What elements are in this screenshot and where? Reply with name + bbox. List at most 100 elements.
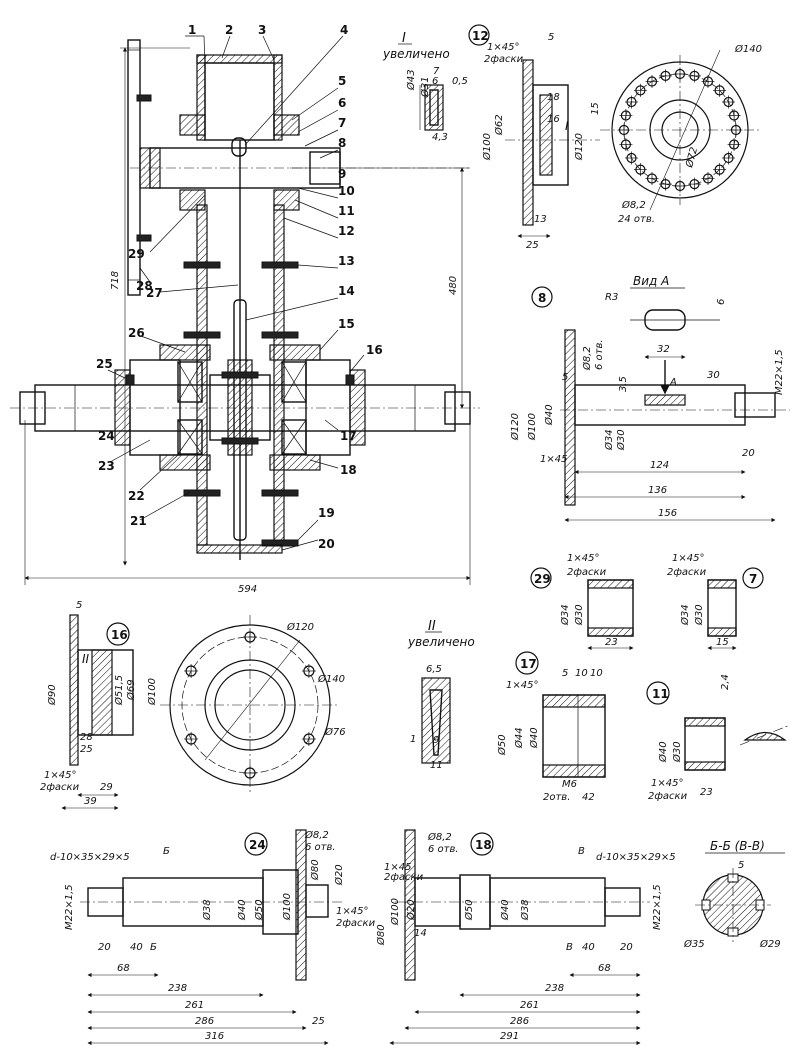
part-18-d-50: Ø50 bbox=[463, 899, 475, 921]
part-24-d-80: Ø80 bbox=[309, 859, 321, 881]
pos-7: 7 bbox=[338, 116, 346, 130]
pos-18: 18 bbox=[340, 463, 357, 477]
part-17-d-10a: 10 bbox=[575, 668, 588, 679]
part-24-d-100: Ø100 bbox=[281, 893, 293, 921]
part-18-d-238: 238 bbox=[545, 983, 564, 994]
part-12-d-18: 18 bbox=[547, 92, 560, 103]
part-17-chamfer: 1×45° bbox=[506, 680, 538, 691]
detail-II-d-9: 9 bbox=[433, 735, 439, 746]
part-17-d-42: 42 bbox=[582, 792, 595, 803]
part-12-d-62: Ø62 bbox=[493, 114, 505, 136]
part-29-d-30: Ø30 bbox=[573, 604, 585, 626]
part-18-chamfer-note: 2фаски bbox=[384, 872, 424, 883]
part-8-thread: M22×1,5 bbox=[774, 349, 785, 395]
pos-22: 22 bbox=[128, 489, 145, 503]
part-18-d-38: Ø38 bbox=[519, 899, 531, 921]
pos-16: 16 bbox=[366, 343, 383, 357]
bolt-holes-6 bbox=[184, 630, 316, 780]
part-16-inner: Ø76 bbox=[324, 726, 346, 738]
part-8-d-136: 136 bbox=[648, 485, 667, 496]
detail-I-subtitle: увеличено bbox=[382, 47, 450, 61]
part-18-d-20: Ø20 bbox=[405, 899, 417, 921]
part-8-d-156: 156 bbox=[658, 508, 677, 519]
dim-width: 594 bbox=[238, 584, 257, 595]
part-24-spline: d-10×35×29×5 bbox=[50, 852, 130, 863]
part-18-d-40: Ø40 bbox=[499, 899, 511, 921]
part-12: 12 1×45° 2фаски 5 Ø62 Ø100 Ø120 18 16 13… bbox=[468, 24, 762, 251]
part-24-d-261: 261 bbox=[185, 1000, 204, 1011]
part-18-holes-note: 6 отв. bbox=[428, 844, 459, 855]
part-7: 7 1×45° 2фаски Ø34 Ø30 15 bbox=[667, 553, 764, 651]
pos-14: 14 bbox=[338, 284, 355, 298]
part-24-d-316: 316 bbox=[205, 1031, 224, 1042]
part-18-d-100: Ø100 bbox=[389, 898, 401, 926]
part-12-detail-ref: I bbox=[565, 119, 569, 133]
part-7-d-15: 15 bbox=[716, 637, 729, 648]
part-8-d-100: Ø100 bbox=[526, 413, 538, 441]
part-7-d-30: Ø30 bbox=[693, 604, 705, 626]
part-16-detail-ref: II bbox=[82, 652, 90, 666]
part-8: 8 Вид А R3 6 32 A 3,5 30 5 Ø8,2 6 отв. Ø… bbox=[509, 274, 790, 523]
part-12-d-120: Ø120 bbox=[573, 133, 585, 161]
part-24-number: 24 bbox=[249, 838, 266, 852]
part-17-d-10b: 10 bbox=[590, 668, 603, 679]
part-16-chamfer: 1×45° bbox=[44, 770, 76, 781]
part-16-d-29: 29 bbox=[100, 782, 113, 793]
detail-I-title: I bbox=[402, 31, 406, 46]
part-11-d-24: 2,4 bbox=[720, 674, 731, 690]
pos-24: 24 bbox=[98, 429, 115, 443]
section-title: Б-Б (В-В) bbox=[710, 839, 765, 853]
part-16-outer: Ø140 bbox=[317, 673, 345, 685]
part-16-bolt-circle: Ø120 bbox=[286, 621, 314, 633]
part-12-d-25: 25 bbox=[526, 240, 539, 251]
part-29-chamfer-note: 2фаски bbox=[567, 567, 607, 578]
part-16-d-100: Ø100 bbox=[146, 678, 158, 706]
part-29-number: 29 bbox=[534, 572, 551, 586]
bolt-holes-24 bbox=[617, 67, 743, 193]
part-7-chamfer-note: 2фаски bbox=[667, 567, 707, 578]
part-8-d-30: 30 bbox=[707, 370, 720, 381]
part-8-d-34: Ø34 bbox=[603, 429, 615, 451]
part-12-bolt-circle: Ø140 bbox=[734, 43, 762, 55]
part-11-number: 11 bbox=[652, 687, 669, 701]
part-16-d-69: Ø69 bbox=[125, 679, 137, 701]
part-18: 18 d-10×35×29×5 В Ø8,2 6 отв. 1×45 2фаск… bbox=[375, 829, 676, 1046]
part-24-chamfer-note: 2фаски bbox=[336, 918, 376, 929]
part-7-chamfer: 1×45° bbox=[672, 553, 704, 564]
part-12-d-16: 16 bbox=[547, 114, 560, 125]
part-16-d-25: 25 bbox=[80, 744, 93, 755]
pos-12: 12 bbox=[338, 224, 355, 238]
part-18-chamfer: 1×45 bbox=[384, 862, 411, 873]
detail-I: I увеличено Ø43 Ø31 7 6 0,5 4,3 bbox=[382, 31, 468, 143]
detail-II-d-1: 1 bbox=[410, 734, 416, 745]
part-16-chamfer-note: 2фаски bbox=[40, 782, 80, 793]
pos-9: 9 bbox=[338, 167, 346, 181]
part-24-chamfer: 1×45° bbox=[336, 906, 368, 917]
detail-I-d5: 0,5 bbox=[452, 76, 468, 87]
part-7-d-34: Ø34 bbox=[679, 604, 691, 626]
detail-I-d1: Ø43 bbox=[405, 69, 417, 91]
pos-3: 3 bbox=[258, 23, 266, 37]
part-11-d-23: 23 bbox=[700, 787, 713, 798]
pos-23: 23 bbox=[98, 459, 115, 473]
detail-I-d4: 6 bbox=[432, 76, 438, 87]
section-d-35: Ø35 bbox=[683, 938, 705, 950]
part-12-holes: Ø8,2 bbox=[621, 199, 646, 211]
part-18-d-80: Ø80 bbox=[375, 924, 387, 946]
part-8-d-20: 20 bbox=[742, 448, 755, 459]
part-8-holes: Ø8,2 bbox=[581, 346, 593, 371]
part-16-d-90: Ø90 bbox=[46, 684, 58, 706]
part-18-spline: d-10×35×29×5 bbox=[596, 852, 676, 863]
detail-I-d3: 7 bbox=[433, 66, 440, 77]
part-24-d-40: Ø40 bbox=[236, 899, 248, 921]
part-11-chamfer-note: 2фаски bbox=[648, 791, 688, 802]
part-16-number: 16 bbox=[111, 628, 128, 642]
pos-13: 13 bbox=[338, 254, 355, 268]
pos-5: 5 bbox=[338, 74, 346, 88]
part-7-number: 7 bbox=[749, 572, 757, 586]
pos-15: 15 bbox=[338, 317, 355, 331]
detail-II-title: II bbox=[428, 619, 436, 634]
detail-I-d6: 4,3 bbox=[432, 132, 448, 143]
pos-27: 27 bbox=[146, 286, 163, 300]
